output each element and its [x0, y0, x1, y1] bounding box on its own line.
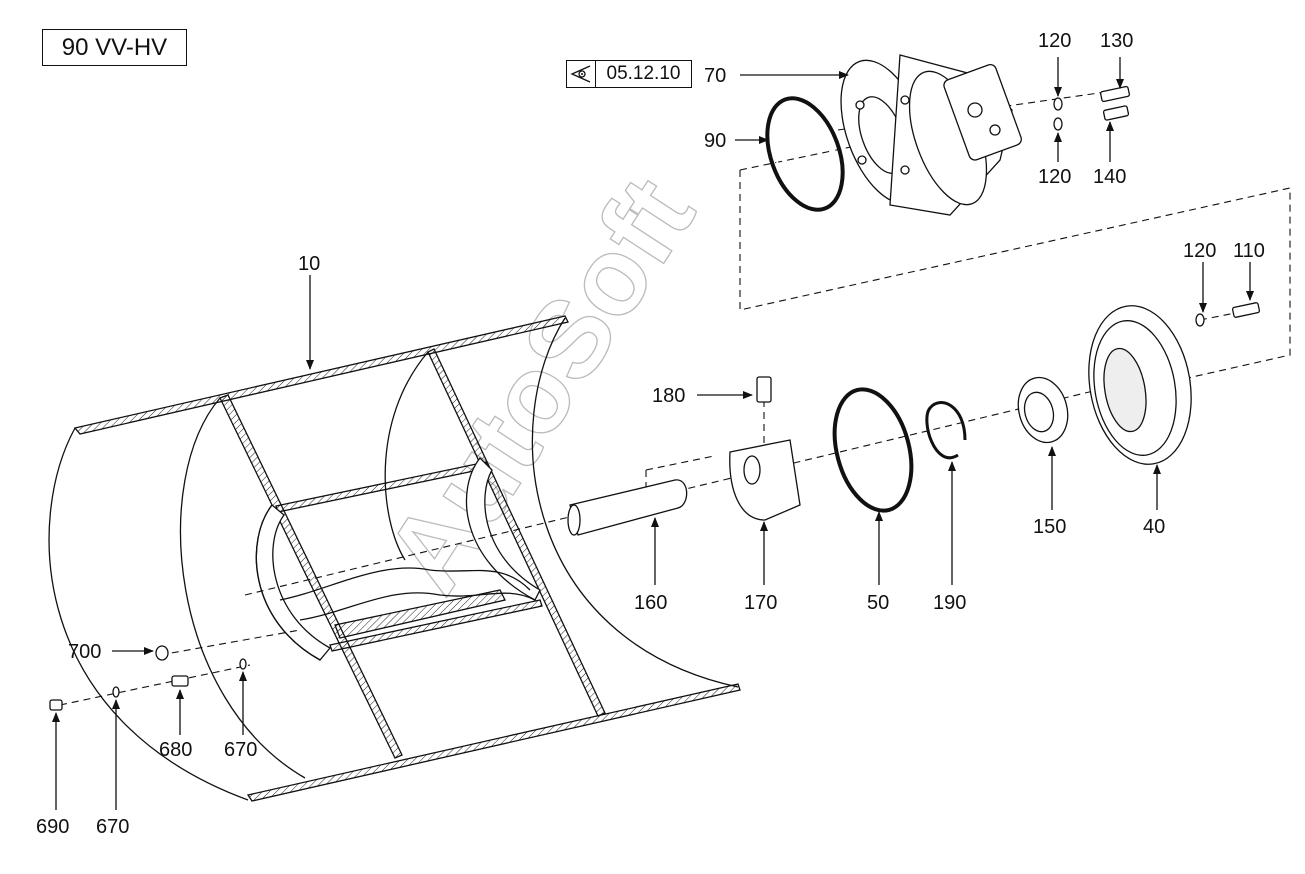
o-ring-50	[832, 387, 914, 513]
diagram-title: 90 VV-HV	[42, 29, 187, 66]
label-part-120-lower: 120	[1038, 166, 1071, 188]
label-part-110: 110	[1233, 240, 1265, 262]
label-part-130: 130	[1100, 30, 1133, 52]
label-part-160: 160	[634, 592, 667, 614]
reference-number: 05.12.10	[606, 63, 681, 84]
label-part-120-top: 120	[1038, 30, 1071, 52]
screw-180	[756, 376, 772, 403]
reference-box[interactable]: 05.12.10	[566, 60, 692, 88]
label-part-150: 150	[1033, 516, 1066, 538]
o-ring-90	[765, 96, 845, 212]
fittings-left	[49, 645, 247, 711]
circlip-190	[925, 401, 967, 460]
label-part-10: 10	[298, 253, 320, 275]
label-part-140: 140	[1093, 166, 1126, 188]
label-part-70: 70	[704, 65, 726, 87]
view-reference-icon	[567, 61, 596, 87]
label-part-680: 680	[159, 739, 192, 761]
label-part-190: 190	[933, 592, 966, 614]
label-part-40: 40	[1143, 516, 1165, 538]
flange-hub-40	[1088, 305, 1192, 465]
label-part-170: 170	[744, 592, 777, 614]
label-part-700: 700	[68, 641, 101, 663]
coupling-170	[729, 439, 801, 521]
washers-and-bolts-top	[1053, 85, 1261, 327]
hydraulic-motor	[840, 54, 1022, 216]
label-part-670-left: 670	[96, 816, 129, 838]
label-part-670-right: 670	[224, 739, 257, 761]
label-part-90: 90	[704, 130, 726, 152]
bearing-150	[1017, 376, 1069, 444]
shaft-160	[567, 479, 688, 536]
leader-arrows	[52, 57, 1254, 810]
label-part-120-right: 120	[1183, 240, 1216, 262]
label-part-690: 690	[36, 816, 69, 838]
label-part-180: 180	[652, 385, 685, 407]
drum-shell	[48, 315, 741, 802]
label-part-50: 50	[867, 592, 889, 614]
